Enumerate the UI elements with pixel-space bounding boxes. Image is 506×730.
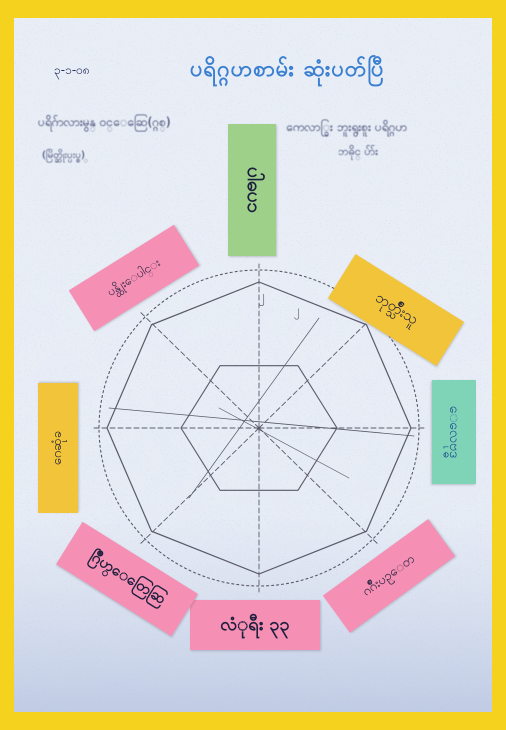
cross-line (189, 318, 319, 498)
poster-info-line-1: ကေလာ္ခြး ဘူးရွးစူး ပရိဂ္ဂဟ (286, 121, 407, 134)
poster-date-code: ၃-၁-၀၈ (54, 64, 90, 77)
cross-line (219, 408, 349, 478)
radial-spoke (140, 312, 259, 428)
card-east: ေလေဗုဒ္ဓ (432, 380, 476, 484)
poster: ၂၂ ၃-၁-၀၈ ပရိဂ္ဂဟစာမ်း ဆုံးပတ်ပြီ ပရိဂ်ာ… (14, 18, 492, 712)
card-west-label: ဂေဆုံခ (49, 431, 68, 465)
top-mark-right: ၂ (294, 303, 300, 320)
card-north-label: ပါဓပၥ (238, 167, 266, 213)
top-mark-left: ၂ (258, 289, 264, 306)
card-north: ပါဓပၥ (228, 124, 276, 256)
radial-spoke (259, 428, 378, 544)
cross-line (109, 408, 414, 436)
card-south-label: လံုရီး ၃၃ (220, 612, 289, 639)
radial-spoke (259, 312, 378, 428)
poster-title: ပရိဂ္ဂဟစာမ်း ဆုံးပတ်ပြီ (190, 58, 385, 82)
poster-info-line-2: ဘဓိုင္ ပ်ာ်း (338, 146, 378, 158)
card-east-label: ေလေဗုဒ္ဓ (444, 406, 465, 459)
card-west: ဂေဆုံခ (38, 383, 78, 513)
card-south: လံုရီး ၃၃ (190, 600, 320, 650)
radial-spoke (140, 428, 259, 544)
card-north-east-label: ဘုတ္သ်ိဳးသူ (370, 288, 422, 332)
poster-author-line-1: ပရိဂ်ာလားမွန္ ဝင္ေဆြေ(ဂ္ဂစ္) (38, 116, 171, 129)
poster-author-line-2: (မြိတ္ဆိုးပ္ပးပ္စ္) (42, 150, 85, 161)
